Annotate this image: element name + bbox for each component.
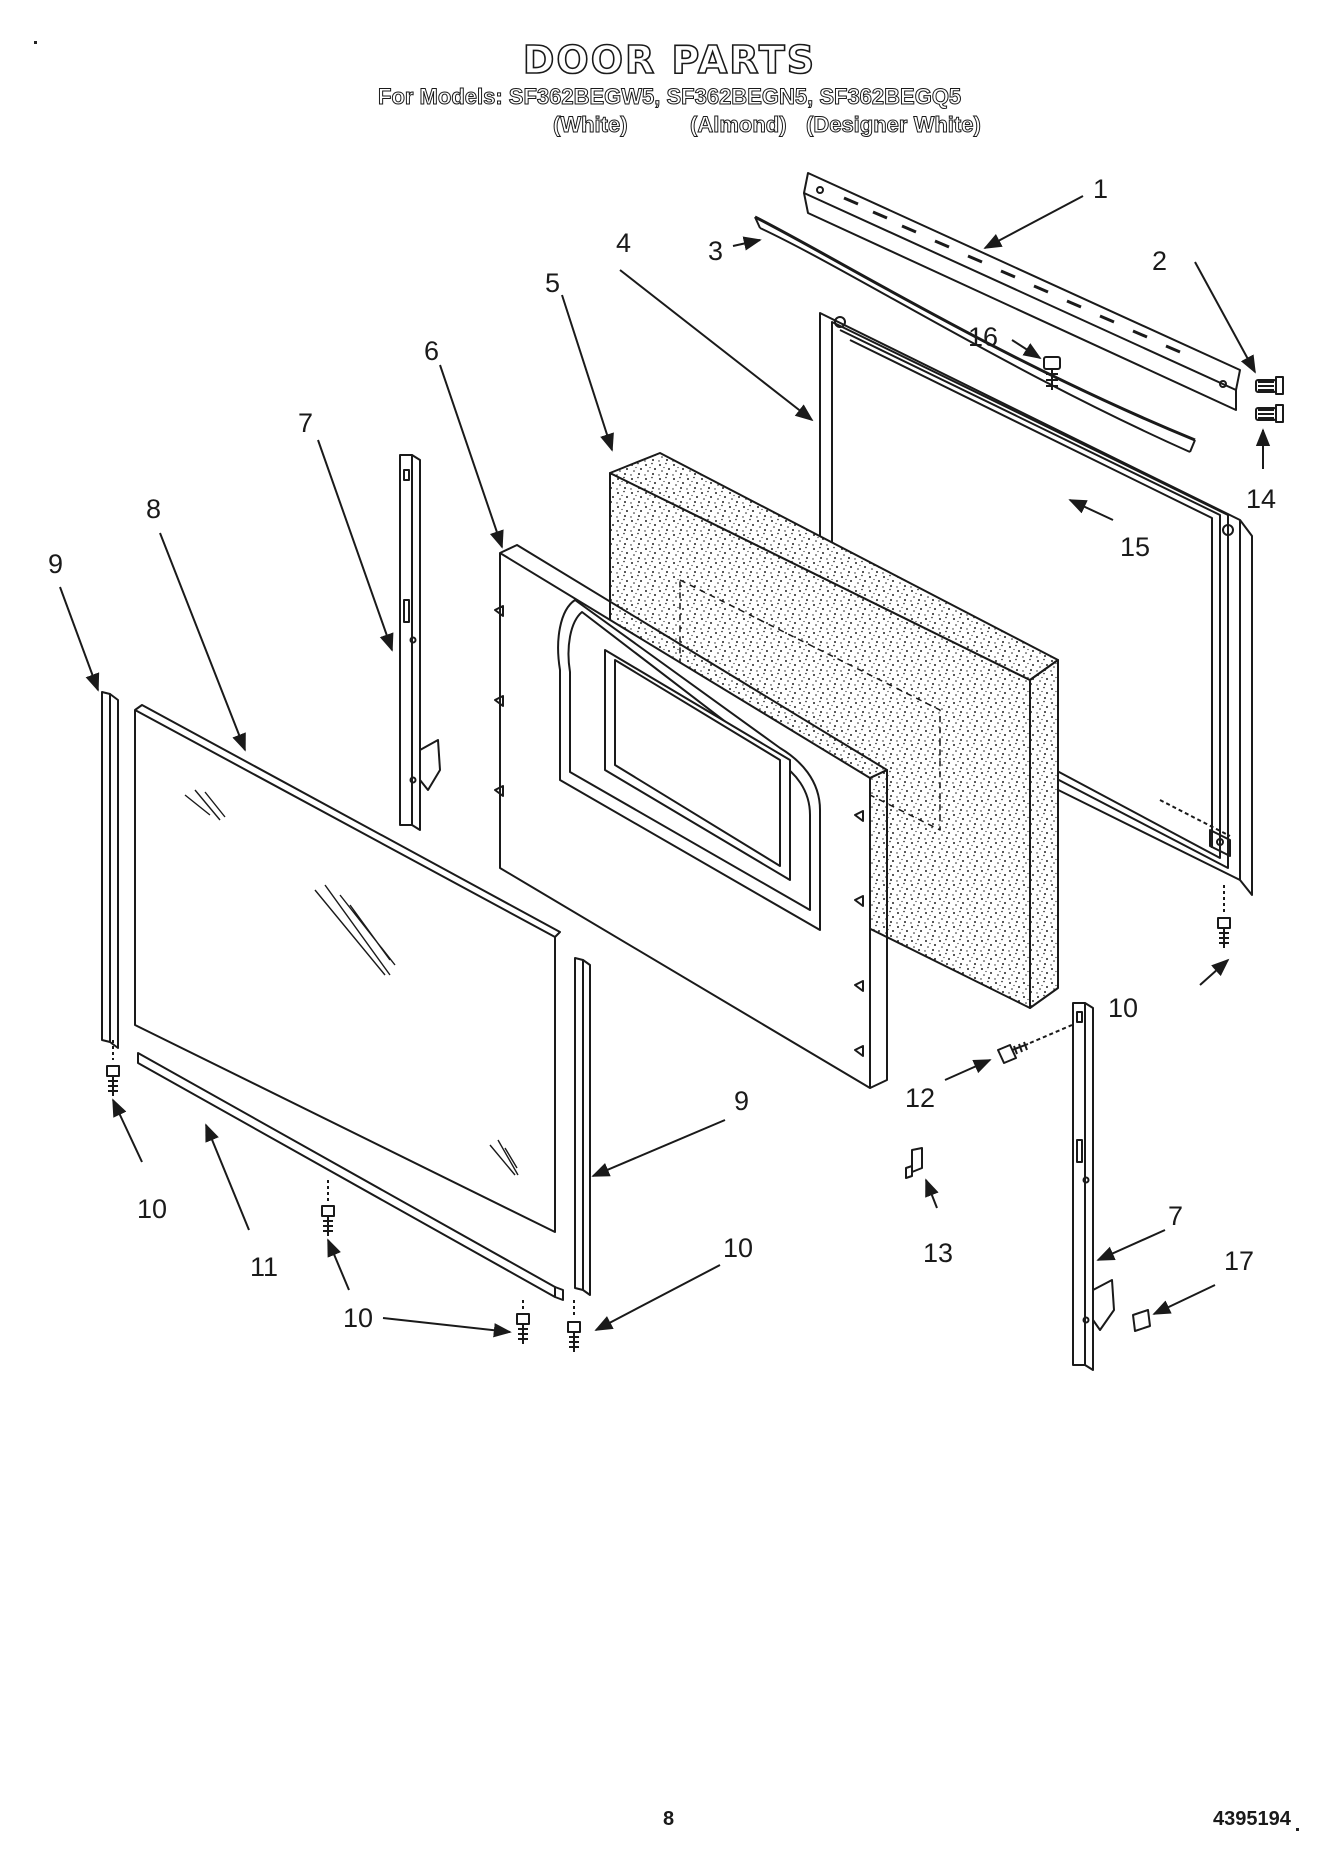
callout-13: 13: [923, 1238, 953, 1268]
callout-15: 15: [1120, 532, 1150, 562]
part-9-trim-strip-right: [574, 957, 591, 1296]
callout-7-lower: 7: [1168, 1201, 1183, 1231]
page-number: 8: [663, 1808, 675, 1830]
callout-10-left: 10: [137, 1194, 167, 1224]
callout-10-bottom: 10: [343, 1303, 373, 1333]
part-2-screw: [1255, 376, 1284, 395]
part-10-screw-d: [567, 1300, 581, 1352]
color-label-designer-white: (Designer White): [806, 112, 982, 138]
part-11-bottom-strip: [137, 1052, 564, 1301]
callout-17: 17: [1224, 1246, 1254, 1276]
callout-3: 3: [708, 236, 723, 266]
callout-5: 5: [545, 268, 560, 298]
part-8-glass-panel: [134, 704, 561, 1233]
callout-16: 16: [968, 322, 998, 352]
callout-7-upper: 7: [298, 408, 313, 438]
part-7-hinge-left: [399, 454, 441, 831]
callout-10-right: 10: [1108, 993, 1138, 1023]
part-14-screw: [1255, 404, 1284, 423]
part-6-inner-door-liner: [494, 544, 888, 1089]
part-7-hinge-right: [1072, 1002, 1115, 1371]
callout-9-right: 9: [734, 1086, 749, 1116]
part-10-screw-c: [516, 1300, 530, 1344]
callout-11: 11: [250, 1252, 278, 1282]
part-1-vent-trim: [803, 172, 1241, 411]
part-16-screw: [1043, 356, 1061, 390]
callout-8: 8: [146, 494, 161, 524]
color-label-white: (White): [553, 112, 629, 138]
callout-2: 2: [1152, 246, 1167, 276]
callout-6: 6: [424, 336, 439, 366]
callout-12: 12: [905, 1083, 935, 1113]
part-17-clip: [1132, 1309, 1151, 1332]
document-number: 4395194: [1213, 1808, 1291, 1830]
part-3-door-handle: [754, 215, 1196, 453]
callout-4: 4: [616, 228, 631, 258]
callout-10-lower-right: 10: [723, 1233, 753, 1263]
callout-14: 14: [1246, 484, 1276, 514]
part-9-trim-strip-left: [101, 691, 119, 1049]
callout-labels: 1 2 3 4 5 6 7 8 9 16 14 15 10 12 9 10 11…: [48, 174, 1276, 1333]
part-10-screw-b: [321, 1180, 335, 1236]
corner-mark: [34, 41, 37, 44]
part-10-screw-e: [1217, 885, 1231, 948]
part-12-screw: [997, 1024, 1073, 1064]
part-10-screw-a: [106, 1040, 120, 1096]
callout-1: 1: [1093, 174, 1108, 204]
leader-lines: [59, 195, 1271, 1338]
footer-mark: [1296, 1828, 1299, 1831]
part-13-clip: [905, 1147, 923, 1179]
page-title: DOOR PARTS: [522, 37, 817, 83]
callout-9-left: 9: [48, 549, 63, 579]
models-line: For Models: SF362BEGW5, SF362BEGN5, SF36…: [377, 84, 962, 110]
color-label-almond: (Almond): [690, 112, 788, 138]
